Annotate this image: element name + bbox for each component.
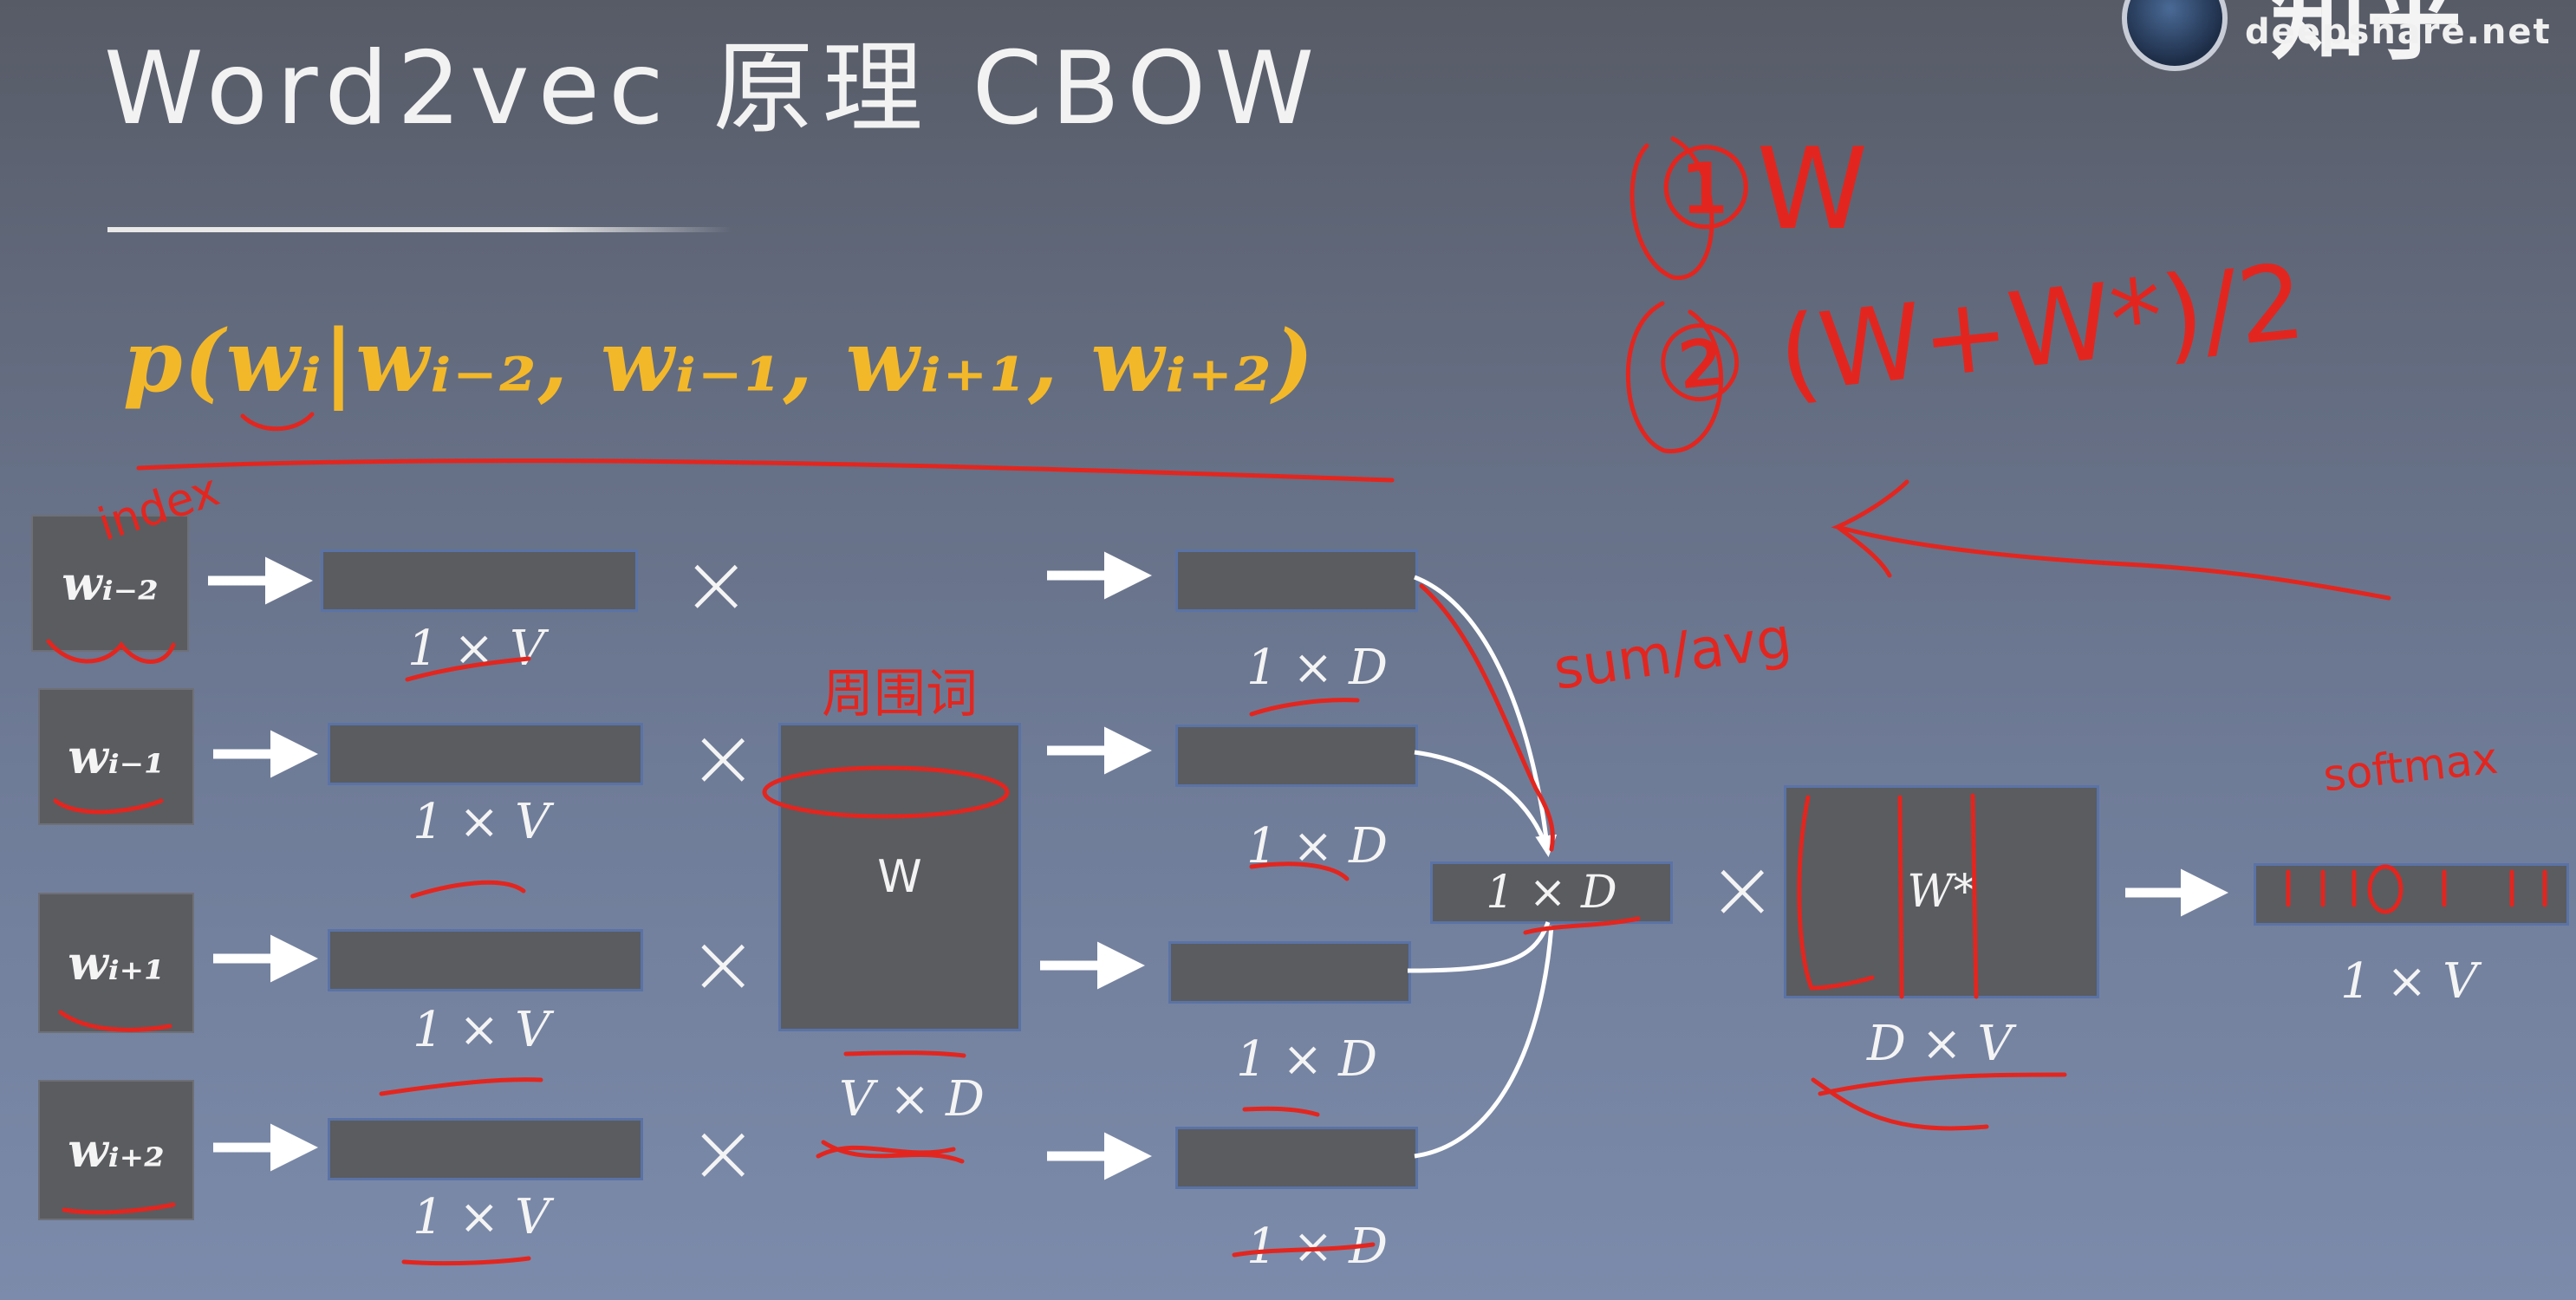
dim-underline: [401, 1256, 531, 1266]
onehot-dim-label: 1 × V: [413, 1002, 550, 1058]
output-matrix-label: W*: [1907, 866, 1976, 918]
dim-underline: [1232, 1242, 1376, 1258]
dim-underline: [1242, 1106, 1320, 1117]
dim-scribble: [1811, 1072, 2067, 1131]
input-word-box: wᵢ₋₁: [38, 688, 194, 825]
input-word-box: wᵢ₋₂: [31, 515, 189, 652]
sum-trace: [1419, 583, 1555, 852]
word-underline: [62, 1202, 176, 1215]
watermark-big-text: 知乎: [2271, 0, 2462, 73]
multiply-icon: ×: [688, 709, 758, 806]
dim-underline: [1523, 916, 1641, 935]
circle-one: [1630, 136, 1714, 280]
output-ticks: [2286, 869, 2547, 907]
weight-matrix-w: W: [778, 723, 1021, 1031]
dim-underline: [1249, 698, 1360, 717]
formula-underline: [136, 458, 1395, 483]
dim-underline: [410, 880, 526, 899]
aggregation-curves: [1407, 575, 1558, 1159]
dim-underline: [379, 1077, 543, 1096]
input-word-box: wᵢ₊₁: [38, 893, 194, 1033]
onehot-vector-bar: [321, 549, 638, 612]
projected-dim-label: 1 × D: [1236, 1031, 1378, 1088]
curve-arrow-icon: [1407, 921, 1551, 973]
output-matrix-w-star: W*: [1784, 785, 2099, 998]
back-arrow: [1831, 479, 2391, 601]
word-underline: [58, 1010, 172, 1032]
circle-two: [1626, 301, 1724, 453]
onehot-vector-bar: [328, 1118, 643, 1180]
curve-arrow-icon: [1414, 750, 1551, 854]
projected-vector-bar: [1175, 725, 1418, 787]
softmax-output-bar: [2254, 863, 2569, 926]
column-mark: [1897, 795, 1904, 999]
column-mark: [1970, 793, 1979, 999]
projected-dim-label: 1 × D: [1246, 640, 1389, 696]
projected-vector-bar: [1175, 1127, 1418, 1189]
dim-underline: [405, 656, 531, 682]
curve-arrow-icon: [1414, 925, 1554, 1159]
dim-underline: [1249, 861, 1350, 881]
multiply-icon: ×: [681, 536, 751, 633]
projected-vector-bar: [1175, 549, 1418, 612]
hidden-layer-label: 1 × D: [1486, 867, 1617, 919]
multiply-icon: ×: [688, 1104, 758, 1201]
projected-vector-bar: [1168, 941, 1411, 1004]
onehot-dim-label: 1 × V: [413, 794, 550, 850]
annotation-context-word: 周围词: [822, 664, 978, 725]
weight-matrix-label: W: [877, 851, 922, 903]
title-underline: [107, 227, 732, 232]
row-circle: [762, 765, 1010, 819]
onehot-vector-bar: [328, 929, 643, 991]
weight-matrix-dim: V × D: [839, 1071, 985, 1128]
cbow-formula: p(wᵢ|wᵢ₋₂, wᵢ₋₁, wᵢ₊₁, wᵢ₊₂): [123, 312, 1316, 412]
input-arrows: [208, 551, 2228, 1180]
output-matrix-dim: D × V: [1867, 1016, 2013, 1072]
word-underline: [46, 639, 176, 664]
onehot-dim-label: 1 × V: [413, 1189, 550, 1245]
wi-underline: [240, 412, 315, 432]
output-dim-label: 1 × V: [2340, 953, 2478, 1010]
curve-arrow-icon: [1414, 575, 1558, 857]
watermark-text: deepshare.net: [2245, 12, 2552, 52]
slide-title: Word2vec 原理 CBOW: [104, 30, 1324, 147]
word-underline: [53, 798, 164, 815]
onehot-dim-label: 1 × V: [407, 621, 545, 677]
onehot-vector-bar: [328, 723, 643, 785]
hidden-layer-bar: 1 × D: [1430, 861, 1673, 924]
multiply-icon: ×: [1708, 841, 1778, 938]
dim-underline: [843, 1050, 966, 1058]
annotation-option-one: ①W: [1656, 123, 1869, 255]
dim-scribble: [816, 1140, 965, 1164]
multiply-icon: ×: [688, 915, 758, 1012]
input-word-box: wᵢ₊₂: [38, 1080, 194, 1220]
target-circle: [2367, 864, 2404, 914]
column-mark: [1797, 795, 1875, 991]
